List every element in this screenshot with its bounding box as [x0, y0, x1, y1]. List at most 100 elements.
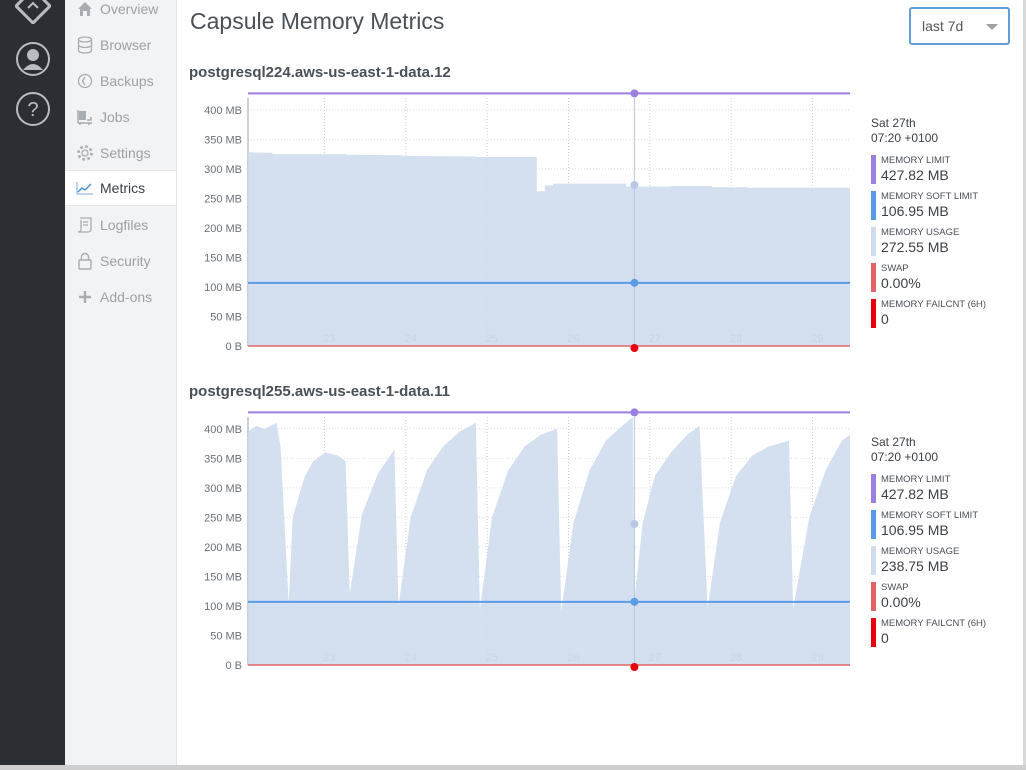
legend-value: 272.55 MB: [881, 239, 949, 255]
sidebar-item-security[interactable]: Security: [65, 243, 176, 279]
legend-time: 07:20 +0100: [871, 450, 939, 464]
jobs-icon: [74, 107, 96, 127]
legend-label: MEMORY SOFT LIMIT: [881, 510, 979, 521]
window-bottom-edge: [0, 765, 1026, 770]
sidebar-item-label: Overview: [100, 1, 159, 17]
sidebar-item-metrics[interactable]: Metrics: [65, 170, 176, 206]
legend-swatch: [871, 546, 876, 575]
sidebar-item-label: Security: [100, 253, 151, 269]
legend-value: 0: [881, 311, 889, 327]
legend-swatch: [871, 582, 876, 611]
legend-swatch: [871, 227, 876, 256]
help-icon[interactable]: ?: [15, 91, 51, 127]
memory-soft-limit-point: [630, 278, 639, 287]
legend-date: Sat 27th: [871, 435, 916, 449]
memory-limit-point: [630, 89, 639, 98]
legend-swatch: [871, 510, 876, 539]
sidebar-item-label: Add-ons: [100, 289, 153, 305]
sidebar-item-settings[interactable]: Settings: [65, 135, 176, 171]
lock-icon: [74, 251, 96, 271]
legend-value: 238.75 MB: [881, 558, 949, 574]
legend-swatch: [871, 263, 876, 292]
chart-title: postgresql255.aws-us-east-1-data.11: [189, 383, 450, 400]
memory-limit-point: [630, 408, 639, 417]
history-icon: [74, 71, 96, 91]
file-icon: [74, 215, 96, 235]
legend-value: 427.82 MB: [881, 486, 949, 502]
legend-swatch: [871, 474, 876, 503]
y-tick-label: 400 MB: [204, 105, 242, 117]
memory-usage-area: [248, 417, 850, 665]
y-tick-label: 400 MB: [204, 424, 242, 436]
y-tick-label: 100 MB: [204, 601, 242, 613]
y-tick-label: 300 MB: [204, 164, 242, 176]
legend-item-memory-failcnt: MEMORY FAILCNT (6H) 0: [871, 617, 1011, 653]
legend-label: MEMORY LIMIT: [881, 155, 951, 166]
chart-title: postgresql224.aws-us-east-1-data.12: [189, 64, 451, 81]
legend-item-memory-soft-limit: MEMORY SOFT LIMIT 106.95 MB: [871, 509, 1011, 545]
gear-icon: [74, 143, 96, 163]
y-tick-label: 100 MB: [204, 282, 242, 294]
chart-icon: [74, 178, 96, 198]
main-content: Capsule Memory Metrics last 7d postgresq…: [177, 0, 1023, 770]
memory-usage-point: [630, 520, 639, 529]
legend-label: MEMORY FAILCNT (6H): [881, 618, 987, 629]
sidebar-item-backups[interactable]: Backups: [65, 63, 176, 99]
legend-swatch: [871, 299, 876, 328]
legend-time: 07:20 +0100: [871, 131, 939, 145]
time-range-select[interactable]: last 7d: [909, 7, 1010, 45]
legend-swatch: [871, 618, 876, 647]
y-tick-label: 350 MB: [204, 453, 242, 465]
sidebar-item-browser[interactable]: Browser: [65, 27, 176, 63]
memory-usage-point: [630, 181, 639, 190]
page-title: Capsule Memory Metrics: [190, 8, 445, 34]
y-tick-label: 200 MB: [204, 223, 242, 235]
legend-item-memory-soft-limit: MEMORY SOFT LIMIT 106.95 MB: [871, 190, 1011, 226]
legend-swatch: [871, 191, 876, 220]
sidebar-item-label: Logfiles: [100, 217, 149, 233]
sidebar-item-label: Backups: [100, 73, 154, 89]
y-tick-label: 300 MB: [204, 483, 242, 495]
y-tick-label: 200 MB: [204, 542, 242, 554]
y-tick-label: 250 MB: [204, 193, 242, 205]
sidebar-item-logfiles[interactable]: Logfiles: [65, 207, 176, 243]
legend-value: 427.82 MB: [881, 167, 949, 183]
legend-label: SWAP: [881, 582, 909, 593]
sidebar-item-label: Jobs: [100, 109, 130, 125]
sidebar-item-label: Browser: [100, 37, 152, 53]
legend-item-memory-usage: MEMORY USAGE 272.55 MB: [871, 226, 1011, 262]
y-tick-label: 150 MB: [204, 571, 242, 583]
legend-date: Sat 27th: [871, 116, 916, 130]
logo-icon[interactable]: [15, 0, 51, 24]
legend-item-memory-usage: MEMORY USAGE 238.75 MB: [871, 545, 1011, 581]
global-nav-rail: ?: [0, 0, 65, 770]
y-tick-label: 250 MB: [204, 512, 242, 524]
legend-value: 106.95 MB: [881, 203, 949, 219]
y-tick-label: 150 MB: [204, 252, 242, 264]
memory-chart[interactable]: 0 B 50 MB 100 MB 150 MB 200 MB 250 MB 300 MB 35…: [177, 407, 867, 677]
home-icon: [74, 0, 96, 19]
legend-label: SWAP: [881, 263, 909, 274]
y-tick-label: 0 B: [225, 660, 242, 672]
y-tick-label: 0 B: [225, 341, 242, 353]
legend-label: MEMORY USAGE: [881, 546, 960, 557]
y-tick-label: 50 MB: [210, 630, 242, 642]
sidebar-item-add-ons[interactable]: Add-ons: [65, 279, 176, 315]
sidebar-item-label: Metrics: [100, 180, 146, 196]
database-icon: [74, 35, 96, 55]
sidebar-item-jobs[interactable]: Jobs: [65, 99, 176, 135]
plus-icon: [74, 287, 96, 307]
chevron-down-icon: [986, 24, 998, 30]
legend-swatch: [871, 155, 876, 184]
legend-value: 0: [881, 630, 889, 646]
memory-usage-area: [248, 152, 850, 346]
user-avatar-icon[interactable]: [15, 41, 51, 77]
legend-item-memory-limit: MEMORY LIMIT 427.82 MB: [871, 473, 1011, 509]
memory-failcnt-point: [630, 663, 639, 671]
sidebar-item-label: Settings: [100, 145, 151, 161]
sidebar-item-overview[interactable]: Overview: [65, 0, 176, 27]
memory-failcnt-point: [630, 344, 639, 352]
legend-item-swap: SWAP 0.00%: [871, 262, 1011, 298]
